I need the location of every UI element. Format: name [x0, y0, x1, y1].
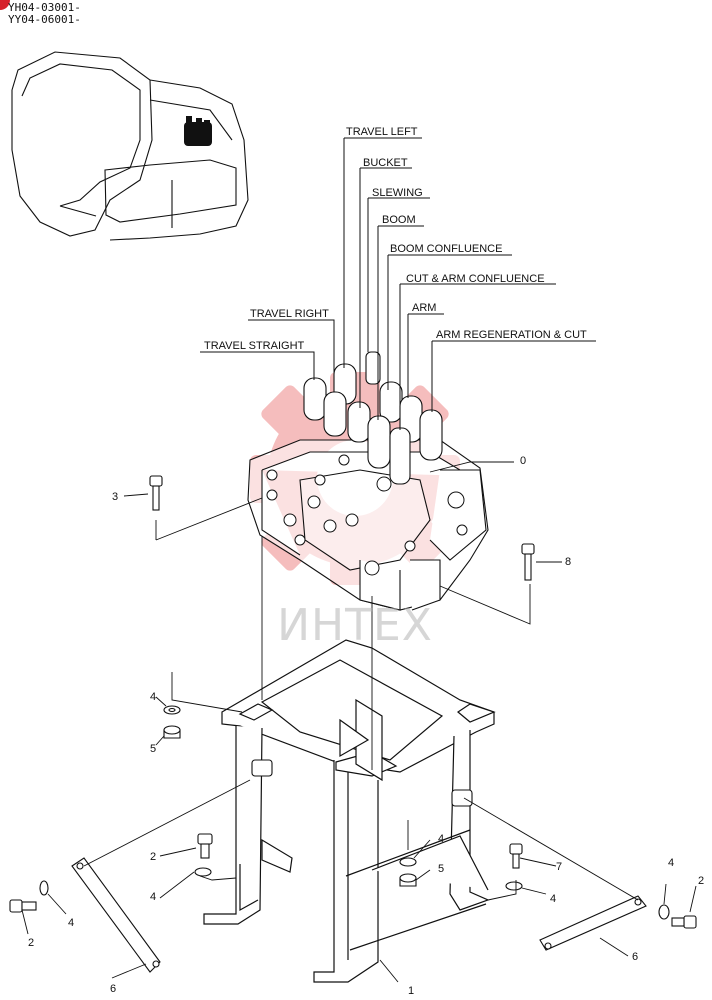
- watermark-text: ИНТЕХ: [277, 600, 433, 651]
- callout-boom: BOOM: [382, 214, 416, 226]
- part-number-7: 7: [556, 861, 562, 873]
- part-number-0: 0: [520, 455, 526, 467]
- part-number-4: 4: [438, 833, 444, 845]
- callout-arm-regeneration-cut: ARM REGENERATION & CUT: [436, 329, 587, 341]
- callout-boom-confluence: BOOM CONFLUENCE: [390, 243, 502, 255]
- part-number-8: 8: [565, 556, 571, 568]
- callout-travel-left: TRAVEL LEFT: [346, 126, 418, 138]
- part-number-4: 4: [150, 891, 156, 903]
- corner-marker: [0, 0, 10, 10]
- part-numbers: 0 3 8 4 5 2 4 4 5 7 4 4 2 6 1 4 2 6: [28, 455, 704, 997]
- valve-ports: [266, 454, 468, 576]
- callout-labels: TRAVEL LEFT BUCKET SLEWING BOOM BOOM CON…: [204, 126, 587, 352]
- part-number-5: 5: [438, 863, 444, 875]
- mounting-frame: [203, 639, 496, 983]
- part-number-4: 4: [668, 857, 674, 869]
- excavator-location-inset: [11, 51, 249, 241]
- part-number-2: 2: [698, 875, 704, 887]
- serial-range-2: YY04-06001-: [8, 13, 81, 26]
- part-number-2: 2: [150, 851, 156, 863]
- part-number-5: 5: [150, 743, 156, 755]
- part-number-6: 6: [632, 951, 638, 963]
- callout-leader-lines: [200, 137, 596, 430]
- part-number-4: 4: [150, 691, 156, 703]
- callout-arm: ARM: [412, 302, 436, 314]
- hardware-parts: [9, 475, 697, 929]
- callout-slewing: SLEWING: [372, 187, 423, 199]
- control-valve-marker-icon: [184, 116, 212, 146]
- serial-range-1: YH04-03001-: [8, 1, 81, 14]
- part-number-4: 4: [550, 893, 556, 905]
- part-number-6: 6: [110, 983, 116, 995]
- callout-cut-arm-confluence: CUT & ARM CONFLUENCE: [406, 273, 545, 285]
- assembly-lines: [21, 461, 697, 983]
- callout-bucket: BUCKET: [363, 157, 408, 169]
- part-number-4: 4: [68, 917, 74, 929]
- part-number-2: 2: [28, 937, 34, 949]
- control-valve-assembly: [247, 439, 489, 611]
- valve-spool-caps: [303, 351, 443, 485]
- frame-pads: [251, 759, 473, 807]
- callout-travel-right: TRAVEL RIGHT: [250, 308, 329, 320]
- part-number-3: 3: [112, 491, 118, 503]
- callout-travel-straight: TRAVEL STRAIGHT: [204, 340, 305, 352]
- tie-bars: [71, 857, 647, 973]
- part-number-1: 1: [408, 985, 414, 997]
